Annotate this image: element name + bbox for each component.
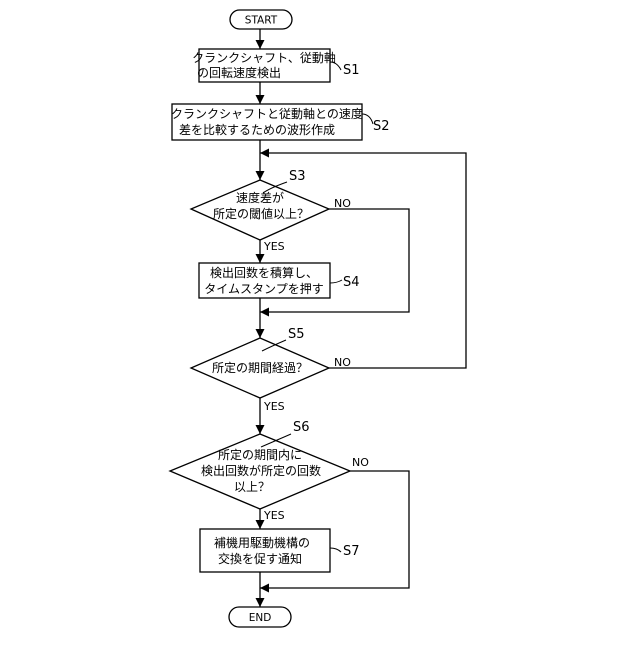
s6-no-label: NO (352, 456, 369, 469)
s5-no-label: NO (334, 356, 351, 369)
s4-leader (330, 280, 342, 283)
s2-leader (362, 114, 373, 124)
s6-yes-label: YES (263, 509, 285, 522)
s6-step-label: S6 (293, 420, 310, 435)
s6-text-line-3: 以上？ (234, 480, 270, 494)
s3-text-line-2: 所定の閾値以上？ (213, 206, 309, 221)
s1-step-label: S1 (343, 63, 360, 78)
s3-step-label: S3 (289, 169, 306, 184)
s4-text-line-1: 検出回数を積算し、 (210, 265, 318, 280)
s2-step-label: S2 (373, 119, 390, 134)
s5-yes-label: YES (263, 400, 285, 413)
s7-leader (330, 548, 341, 552)
end-label: END (249, 612, 272, 624)
s1-text-line-2: の回転速度検出 (197, 65, 281, 80)
s5-step-label: S5 (288, 327, 305, 342)
s6-text-line-2: 検出回数が所定の回数 (201, 463, 321, 478)
s2-text-line-2: 差を比較するための波形作成 (179, 122, 335, 137)
s6-text-line-1: 所定の期間内に (218, 447, 302, 462)
s2-text-line-1: クランクシャフトと従動軸との速度 (171, 106, 363, 121)
s4-step-label: S4 (343, 275, 360, 290)
s7-text-line-1: 補機用駆動機構の (214, 535, 310, 550)
start-label: START (245, 15, 278, 27)
s7-step-label: S7 (343, 544, 360, 559)
s1-text-line-1: クランクシャフト、従動軸 (192, 51, 336, 65)
s3-yes-label: YES (263, 240, 285, 253)
s3-no-label: NO (334, 197, 351, 210)
s7-text-line-2: 交換を促す通知 (218, 551, 302, 566)
s3-text-line-1: 速度差が (236, 190, 284, 205)
s5-text-line-1: 所定の期間経過？ (212, 360, 308, 375)
s4-text-line-2: タイムスタンプを押す (204, 282, 323, 296)
